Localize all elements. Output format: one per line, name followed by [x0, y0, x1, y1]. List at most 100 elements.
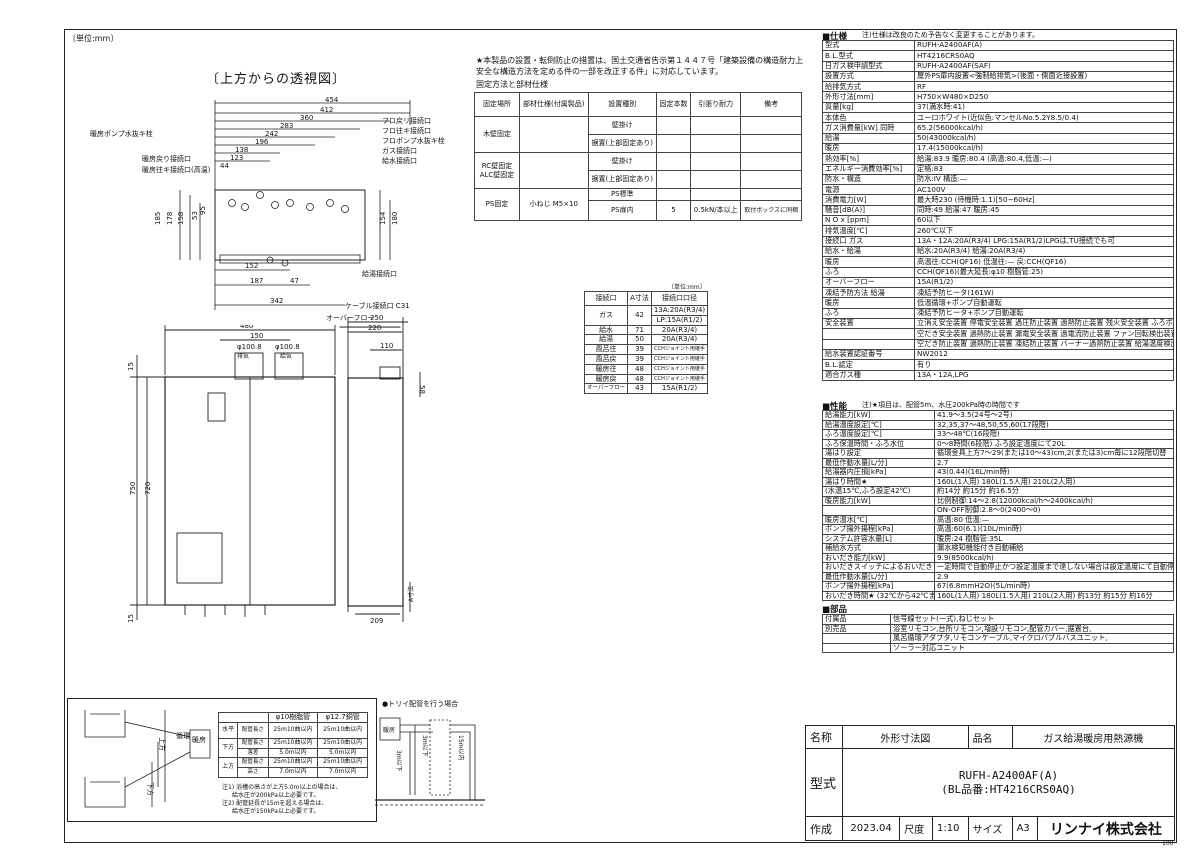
- piping-label-heating: 暖房: [192, 735, 206, 744]
- tb-product-value: ガス給湯暖房用熱源機: [1011, 725, 1176, 749]
- fixing-place: 木壁固定: [474, 116, 520, 153]
- spec-row: 空だき防止装置 過熱防止装置 凍結防止装置 バーナー過熱防止装置 給湯温度検出装…: [822, 338, 1174, 350]
- spec-row: ポンプ揚外揚程[kPa]高温:60(6.1)(10L/min時): [822, 524, 1174, 535]
- spec-value: 有り: [914, 359, 1174, 371]
- spec-label: おいだきスイッチによるおいだき: [822, 562, 935, 573]
- piping-val: 25m10曲以内: [267, 721, 319, 739]
- fixing-type: PS扉内: [587, 200, 658, 221]
- front-dim-bottom: 15: [127, 614, 135, 623]
- spec-value: RUFH-A2400AF(A): [914, 39, 1174, 52]
- front-dim-exhaust-dia: φ100.8: [237, 343, 262, 351]
- side-dim-220: 220: [368, 324, 381, 332]
- spec-row: 設置方式屋外PS扉内設置<強制給排気>(後面・側面近接設置): [822, 70, 1174, 83]
- spec-row: 最低作動水量[L/分]2.7: [822, 457, 1174, 468]
- piping-val: 25m10曲以内: [317, 737, 368, 749]
- spec-label: 日ガス検申請型式: [822, 60, 915, 72]
- fixing-type: 壁掛け: [587, 116, 658, 135]
- spec-row: 給湯温度設定[℃]32,35,37〜48,50,55,60(17段階): [822, 419, 1174, 430]
- piping-note: 給水圧が200kPa以上必要です。: [232, 792, 320, 799]
- connection-a: 48: [627, 373, 652, 385]
- spec-row: システム許容水量[L]暖房:24 樹脂管:35L: [822, 533, 1174, 544]
- connection-name: 給湯: [583, 334, 629, 346]
- fixing-title: 固定方法と部材仕様: [476, 80, 548, 89]
- spec-value: CCH(QF16)(最大延長:φ10 樹脂管:25): [914, 266, 1174, 278]
- spec-label: 最低作動水量[L/分]: [822, 571, 935, 582]
- spec-label: ふろ保温時間・ふろ水位: [822, 438, 935, 449]
- spec-row: N O x [ppm]60以下: [822, 215, 1174, 227]
- top-label-cable: ケーブル接続口 C31: [345, 302, 410, 310]
- trap-label-heating: 暖房: [383, 726, 395, 734]
- spec-row: 暖房低温循環+ポンプ自動運転: [822, 297, 1174, 309]
- fixing-type: PS標準: [587, 188, 658, 201]
- front-dim-150: 150: [250, 332, 263, 340]
- spec-label: 給湯: [822, 132, 915, 144]
- spec-label: 付属品: [822, 614, 891, 625]
- spec-value: 2.9: [934, 571, 1174, 582]
- spec-label: 湯はり時間★: [822, 476, 935, 487]
- top-label-water-supply: 給水接続口: [382, 157, 417, 165]
- spec-label: 別売品: [822, 623, 891, 634]
- spec-row: 湯はり時間★160L(1人用) 180L(1.5人用) 210L(2人用): [822, 476, 1174, 487]
- spec-label: 設置方式: [822, 70, 915, 83]
- spec-label: 熱効率[%]: [822, 153, 915, 165]
- spec-label: 湯はり設定: [822, 448, 935, 459]
- spec-label: 暖房: [822, 142, 915, 155]
- spec-row: 質量[kg]37(満水時:41): [822, 101, 1174, 114]
- fixing-type: 据置(上部固定あり): [587, 134, 658, 153]
- spec-value: 高温往:CCH(QF16) 低温往:— 戻:CCH(QF16): [914, 256, 1174, 268]
- spec-label: [822, 328, 915, 340]
- spec-value: 風呂循環アダプタ,リモコンケーブル,マイクロバブルバスユニット,: [890, 633, 1174, 644]
- connection-name: オーバーフロー: [583, 383, 629, 395]
- side-dim-depth: 250: [370, 314, 383, 322]
- spec-label: ガス消費量[kW] 同時: [822, 122, 915, 134]
- page-number: 100: [1162, 840, 1174, 847]
- spec-row: 最低作動水量[L/分]2.9: [822, 571, 1174, 582]
- connection-a: 42: [627, 305, 652, 326]
- spec-label: B.L.認定: [822, 359, 915, 371]
- front-label-exhaust: 排気: [237, 352, 249, 360]
- spec-label: 凍結予防方法 給湯: [822, 287, 915, 299]
- top-label-heating-supply-high: 暖房往キ接続口(高温): [142, 166, 211, 174]
- svg-text:185: 185: [154, 212, 162, 225]
- spec-value: AC100V: [914, 184, 1174, 196]
- spec-label: 安全装置: [822, 318, 915, 330]
- spec-label: ふろ温度設定[℃]: [822, 429, 935, 440]
- side-view-drawing: 250 220 110 58 209 A寸法: [347, 314, 426, 625]
- top-label-bath-supply: フロ往キ接続口: [382, 127, 431, 135]
- connection-size: 15A(R1/2): [650, 383, 709, 395]
- spec-label: 本体色: [822, 112, 915, 124]
- spec-label: 補給水方式: [822, 543, 935, 554]
- spec-label: B.L.型式: [822, 50, 915, 62]
- install-note: ★本製品の設置・転倒防止の措置は、国土交通省告示第１４４７号「建築設備の構造耐力…: [476, 56, 804, 76]
- tb-name-label: 名称: [805, 725, 843, 749]
- spec-value: 定格:83: [914, 163, 1174, 175]
- spec-row: おいだき時間★ (32℃から42℃まで)160L(1人用) 180L(1.5人用…: [822, 590, 1174, 601]
- piping-note: 注1) 浴槽の高さが上方5.0m以上の場合は、: [222, 784, 342, 791]
- svg-text:53: 53: [191, 211, 199, 220]
- connection-size: CCHジョイント用継手: [650, 373, 709, 385]
- spec-row: B.L.認定有り: [822, 359, 1174, 371]
- connection-a: 71: [627, 324, 652, 336]
- svg-text:138: 138: [235, 146, 248, 154]
- piping-item: 配管長さ: [237, 737, 269, 749]
- top-label-hot-water: 給湯接続口: [362, 270, 397, 278]
- side-dim-110: 110: [380, 342, 393, 350]
- spec-row: 湯はり設定循環金具上方7〜29(または10〜43)cm,2(または3)cm毎に1…: [822, 448, 1174, 459]
- spec-value: RUFH-A2400AF(SAF): [914, 60, 1174, 72]
- spec-row: 給湯能力[kW]41.9〜3.5(24号〜2号): [822, 410, 1174, 421]
- spec-row: 別売品浴室リモコン,台所リモコン,増設リモコン,配管カバー,据置台,: [822, 623, 1174, 634]
- tb-made-label: 作成: [805, 816, 843, 841]
- spec-label: 適合ガス種: [822, 369, 915, 381]
- spec-label: おいだき能力[kW]: [822, 552, 935, 563]
- connection-size: CCHジョイント用継手: [650, 353, 709, 365]
- spec-label: 排気温度[℃]: [822, 225, 915, 237]
- piping-val: 25m10曲以内: [317, 721, 368, 739]
- spec-value: 屋外PS扉内設置<強制給排気>(後面・側面近接設置): [914, 70, 1174, 83]
- spec-value: 32,35,37〜48,50,55,60(17段階): [934, 419, 1174, 430]
- fixing-strength: 0.5kN/本以上: [690, 200, 742, 221]
